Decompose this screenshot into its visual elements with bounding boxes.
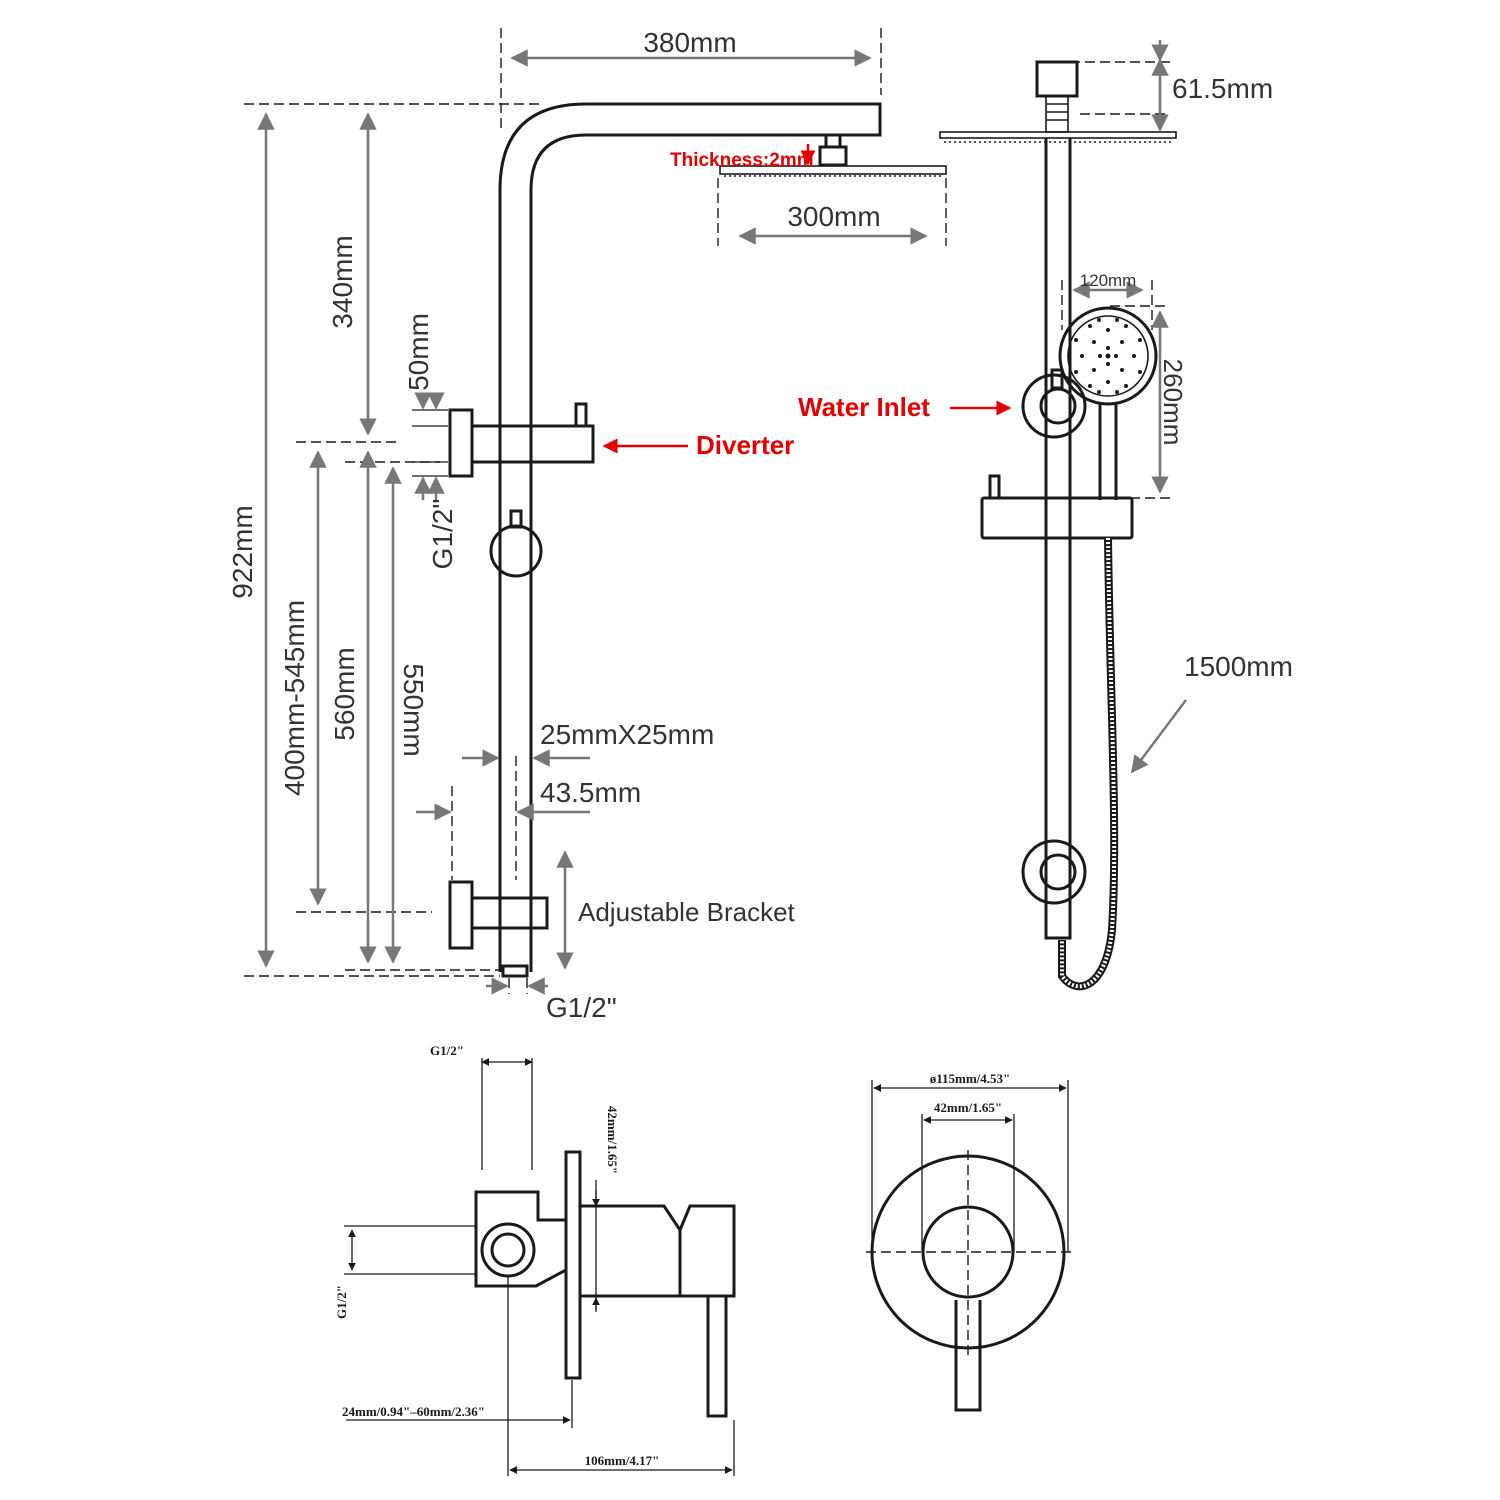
water-inlet-ring	[1021, 373, 1087, 439]
label-260: 260mm	[1158, 359, 1188, 446]
label-plate-115: ø115mm/4.53"	[930, 1071, 1011, 1086]
slider-bracket-pin	[988, 474, 1001, 500]
diverter-knob	[574, 402, 588, 428]
label-thickness: Thickness:2mm	[670, 150, 814, 171]
label-61-5: 61.5mm	[1172, 73, 1273, 104]
mixer-inlet-outer	[480, 1222, 536, 1278]
rain-head-front	[939, 131, 1177, 139]
slider-knob-pin	[509, 509, 523, 529]
mixer-inlet-inner	[490, 1232, 526, 1268]
label-1500: 1500mm	[1184, 651, 1293, 682]
bracket-wall-plate	[448, 880, 474, 950]
label-922: 922mm	[227, 505, 258, 598]
rain-head-side	[719, 165, 947, 175]
water-inlet-pin	[1050, 368, 1064, 390]
label-120: 120mm	[1080, 271, 1137, 290]
hose-texture	[1060, 537, 1117, 989]
diverter-wall-plate	[448, 408, 474, 478]
label-mixer-42-vertical: 42mm/1.65"	[605, 1106, 620, 1174]
slider-bracket	[980, 496, 1134, 540]
hand-shower-handle	[1098, 404, 1118, 500]
mixer-valve-body	[474, 1190, 568, 1288]
lower-bracket-knob	[1039, 853, 1077, 891]
top-connector-block	[1035, 60, 1079, 98]
label-43-5: 43.5mm	[540, 777, 641, 808]
head-swivel	[818, 145, 848, 167]
arm-connector	[824, 133, 842, 149]
label-mixer-24-60: 24mm/0.94"–60mm/2.36"	[342, 1404, 485, 1419]
label-550: 550mm	[398, 663, 429, 756]
mixer-handle-hub	[921, 1205, 1015, 1299]
label-mixer-g12-left: G1/2"	[334, 1285, 349, 1319]
hose-length-arrow	[1130, 699, 1187, 774]
label-water-inlet: Water Inlet	[798, 392, 930, 422]
mixer-handle-base	[678, 1204, 736, 1298]
top-connector-thread	[1046, 103, 1068, 121]
riser-bottom	[1044, 889, 1072, 938]
mixer-sleeve	[580, 1204, 682, 1298]
label-340: 340mm	[327, 235, 358, 328]
side-view: 380mm 300mm Thickness:2mm Diverter 922mm…	[227, 27, 947, 1023]
label-mixer-g12-top: G1/2"	[430, 1043, 464, 1058]
hand-shower-nozzles	[1074, 318, 1142, 394]
mixer-wall-plate	[564, 1150, 582, 1380]
mixer-front-view: ø115mm/4.53" 42mm/1.65"	[866, 1071, 1072, 1412]
lower-bracket-ring	[1021, 839, 1087, 905]
label-g12-bottom: G1/2"	[546, 992, 617, 1023]
label-380: 380mm	[643, 27, 736, 58]
mixer-lever-front	[954, 1300, 982, 1412]
label-g12-side: G1/2"	[427, 499, 458, 570]
label-300: 300mm	[787, 201, 880, 232]
label-adjustable-bracket: Adjustable Bracket	[578, 897, 796, 927]
label-400-545: 400mm-545mm	[279, 600, 310, 796]
top-connector-neck	[1045, 95, 1069, 133]
label-mixer-106: 106mm/4.17"	[585, 1453, 660, 1468]
bracket-body	[470, 896, 549, 930]
label-25x25: 25mmX25mm	[540, 719, 714, 750]
bottom-connector	[501, 964, 529, 978]
hand-shower-ring	[1067, 315, 1149, 397]
label-560: 560mm	[329, 647, 360, 740]
label-50: 50mm	[403, 313, 434, 391]
mixer-lever-side	[706, 1294, 728, 1418]
front-view: 61.5mm 120mm 260mm Water Inlet 1500mm	[798, 40, 1293, 991]
label-plate-42: 42mm/1.65"	[934, 1100, 1002, 1115]
riser-pipe-side	[498, 102, 882, 972]
label-diverter: Diverter	[696, 430, 794, 460]
diverter-body	[470, 424, 595, 464]
mixer-side-view: G1/2" 42mm/1.65" G1/2" 24mm/0.94"–60mm/2…	[334, 1043, 736, 1476]
